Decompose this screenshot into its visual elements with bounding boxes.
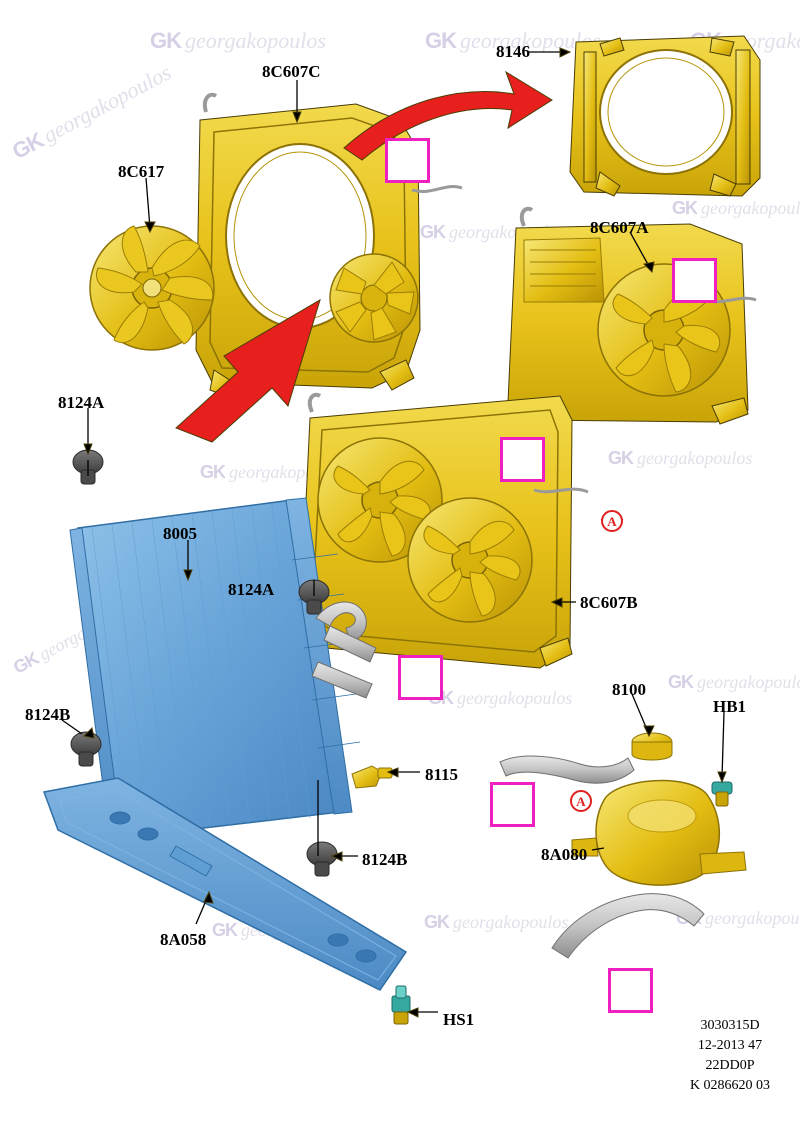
part-8124A-mid	[298, 579, 330, 615]
red-arrow-bottom	[175, 298, 321, 443]
watermark: GKgeorgakopoulos	[8, 59, 176, 165]
part-HB1	[711, 781, 733, 807]
part-label-8a058: 8A058	[160, 930, 207, 949]
watermark: GKgeorgakopoulos	[676, 908, 800, 928]
part-8124A-top	[72, 449, 104, 485]
watermark: GKgeorgakopoulos	[10, 592, 147, 678]
part-8A080	[571, 779, 747, 886]
part-label-8115: 8115	[425, 765, 459, 784]
watermark: GKgeorgakopoulos	[668, 672, 800, 692]
part-8005	[69, 497, 361, 841]
footer-code-1: 3030315D	[700, 1018, 760, 1033]
part-label-8a080: 8A080	[541, 845, 588, 864]
part-label-8005: 8005	[163, 524, 197, 543]
part-8A058	[42, 777, 408, 991]
hose-upper	[315, 601, 377, 663]
part-label-8124b-left: 8124B	[25, 705, 71, 724]
part-label-8100: 8100	[612, 680, 646, 699]
part-label-8c607b: 8C607B	[580, 593, 638, 612]
zoom-glyphs	[391, 143, 708, 1005]
part-label-8124b-bottom: 8124B	[362, 850, 408, 869]
detail-arrow-icon	[385, 138, 430, 183]
part-8100	[631, 732, 673, 761]
detail-arrow-icon	[608, 968, 653, 1013]
part-label-hs1: HS1	[443, 1010, 475, 1029]
red-arrow-top	[343, 70, 553, 161]
watermark: GKgeorgakopoulos	[690, 28, 800, 53]
footer-code-4: K 0286620 03	[689, 1078, 771, 1093]
part-label-8c607a: 8C607A	[590, 218, 649, 237]
part-label-8c607c: 8C607C	[262, 62, 321, 81]
hose-lower	[311, 661, 373, 699]
footer-code-2: 12-2013 47	[697, 1038, 763, 1053]
watermark: GKgeorgakopoulos	[672, 198, 800, 218]
part-8C617	[89, 225, 215, 351]
watermark: GKgeorgakopoulos	[428, 688, 573, 708]
detail-arrow-icon	[672, 258, 717, 303]
wire-clips	[411, 185, 757, 494]
part-8C607A	[507, 206, 749, 431]
footer-code-3: 22DD0P	[705, 1058, 755, 1073]
hose-tank-lower	[551, 893, 705, 959]
part-8124B-bottom	[306, 841, 338, 877]
part-label-8c617: 8C617	[118, 162, 165, 181]
detail-arrow-icon	[500, 437, 545, 482]
part-8115	[351, 765, 393, 789]
part-label-8124a-top: 8124A	[58, 393, 105, 412]
callout-circle-a: A	[570, 790, 592, 812]
part-label-hb1: HB1	[713, 697, 747, 716]
callout-circle-a: A	[601, 510, 623, 532]
part-HS1	[391, 985, 411, 1025]
part-8124B-left	[70, 731, 102, 767]
hose-tank-upper	[499, 755, 635, 784]
part-label-8146: 8146	[496, 42, 530, 61]
part-8C607B	[299, 392, 573, 669]
detail-arrow-icon	[398, 655, 443, 700]
part-label-8124a-mid: 8124A	[228, 580, 275, 599]
part-8146	[569, 35, 761, 197]
detail-arrow-icon	[490, 782, 535, 827]
